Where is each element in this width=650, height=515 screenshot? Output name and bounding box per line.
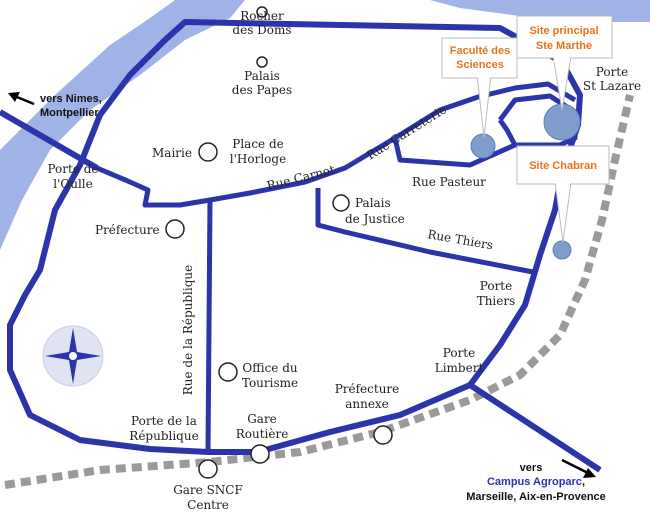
label-prefecture-annexe-line1: Préfecture [335,382,400,396]
landmark-rocher-des-doms[interactable] [256,6,268,18]
label-porte-limbert-line2: Limbert [435,361,484,375]
road-agroparc [468,382,602,473]
label-agroparc-prefix: vers [520,462,543,474]
callout-chabran-text: Site Chabran [529,160,597,172]
label-palais-papes-line2: des Papes [232,83,292,97]
label-porte-limbert-line1: Porte [443,346,475,360]
label-rue-thiers: Rue Thiers [426,227,494,252]
callout-faculte-line1: Faculté des [450,45,511,57]
label-agroparc-comma: , [582,476,585,488]
river [0,0,245,250]
label-porte-st-lazare-line2: St Lazare [583,79,641,93]
label-mairie: Mairie [152,146,192,160]
label-palais-justice-line1: Palais [355,196,391,210]
callout-ste-marthe: Site principal Ste Marthe [516,15,613,111]
callout-faculte: Faculté des Sciences [441,37,518,139]
label-gare-sncf-line1: Gare SNCF [173,483,243,497]
label-rue-carreterie: Rue Carreterie [364,102,449,162]
label-porte-republique-line2: République [129,429,198,443]
label-office-line2: Tourisme [242,376,298,390]
landmark-mairie[interactable] [198,142,218,162]
label-gare-routiere-line2: Routière [236,427,289,441]
label-rue-carnot: Rue Carnot [265,162,336,192]
label-rue-republique: Rue de la République [181,265,195,396]
label-porte-republique-line1: Porte de la [131,414,197,428]
callout-ste-marthe-line2: Ste Marthe [536,40,592,52]
arrow-agroparc [561,458,596,478]
label-agroparc-line: Campus Agroparc, [487,476,585,488]
road-nimes [0,109,99,171]
landmark-prefecture-annexe[interactable] [373,425,393,445]
arrow-nimes [8,92,35,106]
label-place-horloge-line2: l'Horloge [230,152,286,166]
road-rue-republique [205,199,213,453]
landmark-palais-des-papes[interactable] [256,56,268,68]
label-palais-justice-line2: de Justice [345,212,405,226]
callout-ste-marthe-line1: Site principal [529,25,598,37]
link-campus-agroparc[interactable]: Campus Agroparc [487,476,582,488]
label-gare-routiere-line1: Gare [247,412,277,426]
label-porte-oulle-line1: Porte de [47,162,98,176]
label-prefecture-annexe-line2: annexe [345,397,389,411]
label-gare-sncf-line2: Centre [187,498,229,512]
label-palais-papes-line1: Palais [244,69,280,83]
landmark-palais-de-justice[interactable] [332,194,350,212]
road-loop [497,93,578,148]
label-rocher-line1: Rocher [240,9,284,23]
road-thiers [315,188,534,275]
label-porte-st-lazare-line1: Porte [596,65,628,79]
label-rue-pasteur: Rue Pasteur [412,175,486,189]
label-nimes-line1: vers Nimes, [40,93,102,105]
label-porte-oulle-line2: l'Oulle [53,177,92,191]
label-porte-thiers-line1: Porte [480,279,512,293]
label-place-horloge-line1: Place de [232,137,284,151]
compass-rose-icon [42,325,104,387]
label-office-line1: Office du [242,361,298,375]
label-nimes-line2: Montpellier [40,107,99,119]
landmark-gare-routiere[interactable] [250,444,270,464]
site-marker-chabran[interactable] [552,240,572,260]
site-marker-faculte[interactable] [470,133,496,159]
landmark-gare-sncf[interactable] [198,459,218,479]
road-pasteur [392,137,517,168]
label-rocher-line2: des Doms [232,23,291,37]
label-prefecture: Préfecture [95,223,160,237]
railway [4,94,634,489]
label-porte-thiers-line2: Thiers [477,294,516,308]
label-agroparc-cities: Marseille, Aix-en-Provence [466,491,606,503]
callout-faculte-line2: Sciences [456,59,504,71]
landmark-office-du-tourisme[interactable] [218,362,238,382]
road-carnot [96,81,577,208]
landmark-prefecture[interactable] [165,219,185,239]
callout-chabran: Site Chabran [516,145,610,243]
